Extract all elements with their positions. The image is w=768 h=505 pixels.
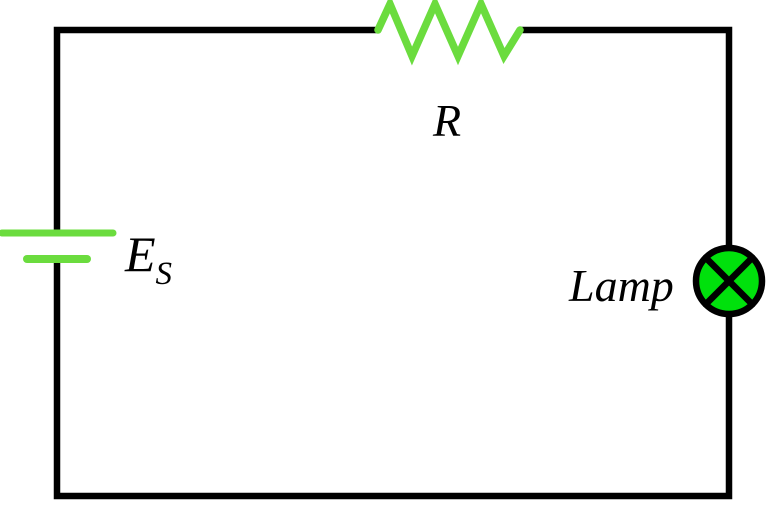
wire-bottom-loop-segment — [53, 262, 733, 500]
lamp-icon — [692, 244, 766, 318]
source-label-main: E — [124, 226, 156, 282]
battery-icon — [0, 229, 117, 263]
lamp-cross-line-2 — [702, 254, 756, 308]
source-label-subscript: S — [156, 256, 173, 292]
wire-top-left-segment — [53, 26, 378, 230]
wire-top-right-segment — [521, 26, 733, 247]
resistor-icon — [374, 0, 524, 66]
resistor-label: R — [432, 95, 461, 146]
circuit-wires — [53, 26, 733, 500]
lamp-label: Lamp — [568, 260, 674, 311]
source-label: ES — [124, 226, 172, 292]
